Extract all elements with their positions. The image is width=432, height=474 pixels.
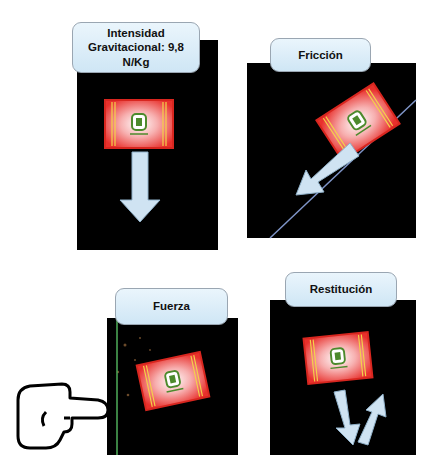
label-text: Restitución [310,282,373,296]
label-box: Fricción [270,38,371,72]
bounce-arrow [358,394,386,445]
panel [107,318,238,455]
wall [116,318,118,455]
label-text: Intensidad Gravitacional: 9,8 N/Kg [79,26,193,69]
hand-icon [18,384,108,448]
label-box: Fuerza [115,288,228,325]
label-box: Intensidad Gravitacional: 9,8 N/Kg [72,22,200,73]
crate [303,332,372,384]
fall-arrow [334,390,360,445]
panel [270,300,416,455]
crate [137,352,210,410]
label-text: Fuerza [153,299,190,313]
crate [316,83,399,160]
panel [247,63,416,238]
crate [105,100,173,148]
friction-arrow [296,143,359,195]
gravity-arrow [120,152,160,222]
label-box: Restitución [285,272,397,307]
label-text: Fricción [298,48,343,62]
